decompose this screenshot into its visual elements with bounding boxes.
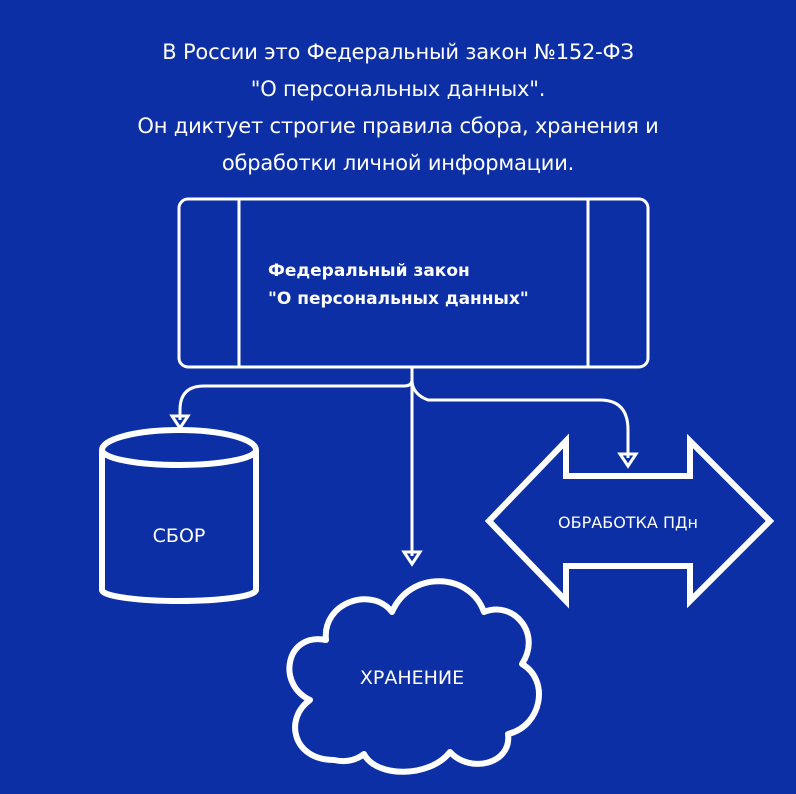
arrowhead-storage xyxy=(401,550,423,567)
law-title-line-2: "О персональных данных" xyxy=(268,289,529,309)
connectors xyxy=(169,367,639,567)
storage-node: ХРАНЕНИЕ xyxy=(286,578,542,775)
arrowhead-collection xyxy=(169,414,191,431)
intro-line-3: Он диктует строгие правила сбора, хранен… xyxy=(137,114,659,138)
intro-line-4: обработки личной информации. xyxy=(221,151,575,175)
cloud-icon xyxy=(286,578,542,775)
database-cylinder-icon xyxy=(99,427,259,604)
intro-text: В России это Федеральный закон №152-ФЗ "… xyxy=(0,34,796,182)
law-box-outline xyxy=(177,197,650,369)
intro-line-2: "О персональных данных". xyxy=(250,77,546,101)
double-arrow-icon xyxy=(484,433,775,609)
connector-to-collection xyxy=(178,367,414,420)
collection-node: СБОР xyxy=(99,427,259,604)
connector-to-processing xyxy=(410,379,630,458)
processing-label: ОБРАБОТКА ПДн xyxy=(558,513,698,532)
processing-node: ОБРАБОТКА ПДн xyxy=(484,433,775,609)
intro-line-1: В России это Федеральный закон №152-ФЗ xyxy=(162,40,634,64)
arrowhead-processing xyxy=(617,452,639,469)
collection-label: СБОР xyxy=(153,525,206,547)
database-cylinder-top-rim xyxy=(99,449,259,468)
law-title-line-1: Федеральный закон xyxy=(268,261,470,281)
law-box: Федеральный закон "О персональных данных… xyxy=(177,197,650,369)
storage-label: ХРАНЕНИЕ xyxy=(360,667,464,689)
